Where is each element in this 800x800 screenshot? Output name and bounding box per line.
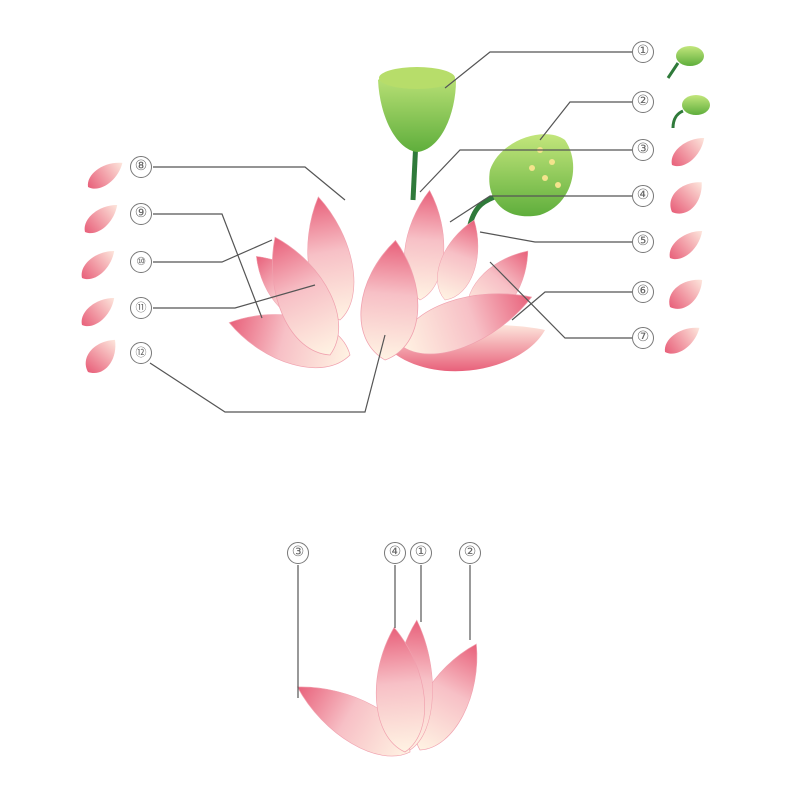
label-12: ⑫ xyxy=(130,342,152,364)
label-4: ④ xyxy=(632,185,654,207)
bottom-label-1: ① xyxy=(410,542,432,564)
callout-lines xyxy=(149,51,632,698)
bottom-label-2: ② xyxy=(459,542,481,564)
label-2: ② xyxy=(632,91,654,113)
bottom-label-3: ③ xyxy=(287,542,309,564)
small-lotus-flower xyxy=(286,618,496,772)
lotus-seed-pod-2 xyxy=(467,134,574,226)
lotus-flower xyxy=(222,188,545,379)
label-8: ⑧ xyxy=(130,156,152,178)
label-6: ⑥ xyxy=(632,281,654,303)
label-3: ③ xyxy=(632,139,654,161)
label-1: ① xyxy=(632,41,654,63)
label-10: ⑩ xyxy=(130,251,152,273)
loose-parts-left xyxy=(76,155,128,380)
loose-parts-right xyxy=(659,46,710,360)
bottom-label-4: ④ xyxy=(384,542,406,564)
label-5: ⑤ xyxy=(632,231,654,253)
label-9: ⑨ xyxy=(130,203,152,225)
lotus-seed-pod-1 xyxy=(378,67,456,201)
label-11: ⑪ xyxy=(130,297,152,319)
label-7: ⑦ xyxy=(632,327,654,349)
